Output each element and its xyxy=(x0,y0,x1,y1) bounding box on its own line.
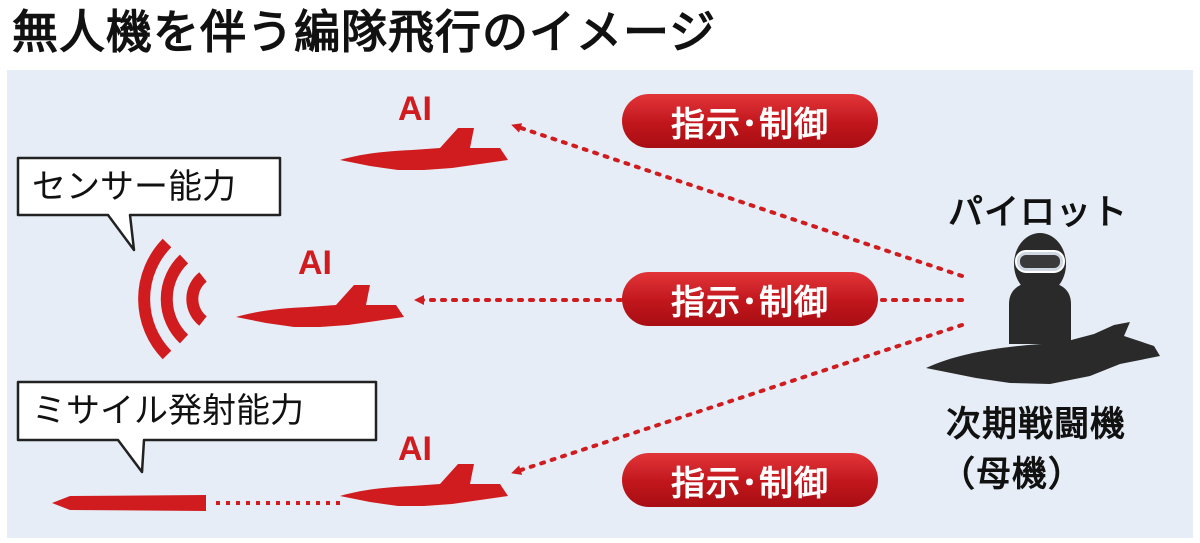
drone-jet-icon xyxy=(340,464,508,506)
stealth-fighter-icon xyxy=(926,322,1160,384)
ai-label-mid: AI xyxy=(298,244,332,282)
drone-jet-icon xyxy=(340,128,508,170)
drone-jet-icon xyxy=(236,285,404,327)
pilot-label: パイロット xyxy=(948,193,1129,233)
pilot-helmet-icon xyxy=(1009,233,1071,344)
ai-label-top: AI xyxy=(398,90,432,128)
missile-callout-box xyxy=(16,380,378,474)
command-badge-top: 指示･制御 xyxy=(622,94,878,148)
sensor-callout-box xyxy=(16,156,282,252)
missile-ability-label: ミサイル発射能力 xyxy=(32,391,304,431)
command-badge-mid: 指示･制御 xyxy=(622,272,878,326)
mothership-label: （母機） xyxy=(940,455,1085,495)
diagram-panel xyxy=(7,70,1193,538)
page-title: 無人機を伴う編隊飛行のイメージ xyxy=(12,5,717,59)
command-line-bottom xyxy=(511,323,964,475)
sensor-ability-label: センサー能力 xyxy=(32,167,236,207)
radio-wave-icon xyxy=(138,238,208,360)
next-fighter-label: 次期戦闘機 xyxy=(946,405,1127,445)
ai-label-bottom: AI xyxy=(398,430,432,468)
command-line-top xyxy=(511,123,964,278)
command-badge-bottom: 指示･制御 xyxy=(622,453,878,507)
missile-icon xyxy=(52,495,206,511)
